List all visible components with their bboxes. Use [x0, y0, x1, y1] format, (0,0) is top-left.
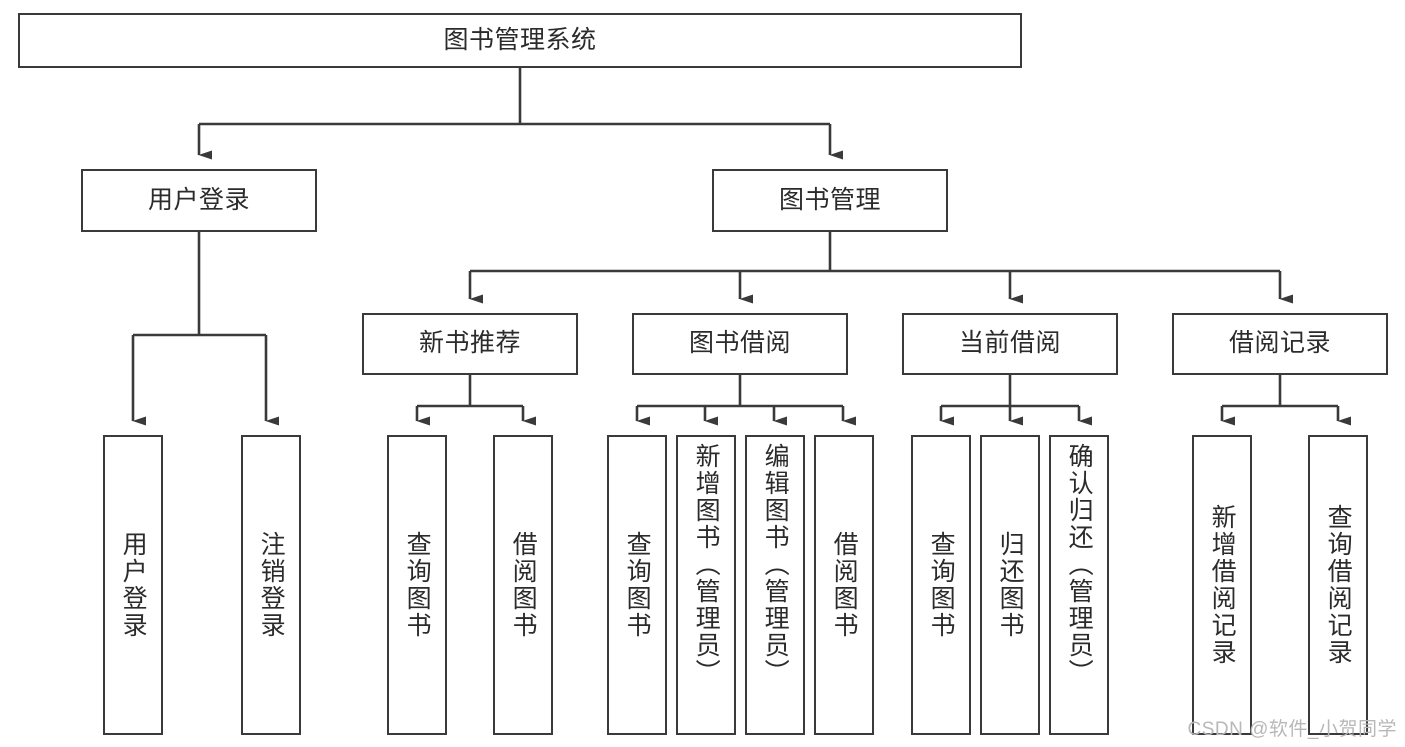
node-borrow-record[interactable]: 借阅记录	[1172, 313, 1388, 375]
node-new-book-recommend-label: 新书推荐	[418, 329, 521, 358]
node-user-login-label: 用户登录	[147, 185, 250, 214]
leaf-current-borrow-confirm-label: 确认归还（管理员）	[1065, 443, 1094, 686]
leaf-current-borrow-confirm[interactable]: 确认归还（管理员）	[1049, 435, 1109, 735]
leaf-text-wrap: 借阅图书	[495, 437, 551, 733]
leaf-text-wrap: 查询图书	[389, 437, 445, 733]
leaf-user-login-signout[interactable]: 注销登录	[241, 435, 301, 735]
leaf-borrow-record-add-label: 新增借阅记录	[1208, 504, 1237, 666]
node-current-borrow[interactable]: 当前借阅	[902, 313, 1118, 375]
leaf-current-borrow-return[interactable]: 归还图书	[980, 435, 1040, 735]
leaf-new-book-query-label: 查询图书	[403, 531, 432, 639]
node-current-borrow-label: 当前借阅	[958, 329, 1061, 358]
leaf-text-wrap: 新增图书（管理员）	[678, 437, 734, 733]
node-user-login[interactable]: 用户登录	[81, 169, 317, 232]
leaf-text-wrap: 编辑图书（管理员）	[747, 437, 803, 733]
leaf-text-wrap: 新增借阅记录	[1194, 437, 1250, 733]
leaf-book-borrow-edit-label: 编辑图书（管理员）	[761, 443, 790, 686]
leaf-text-wrap: 查询图书	[609, 437, 665, 733]
node-book-borrow[interactable]: 图书借阅	[632, 313, 848, 375]
leaf-text-wrap: 用户登录	[105, 437, 161, 733]
leaf-current-borrow-query[interactable]: 查询图书	[911, 435, 971, 735]
leaf-book-borrow-edit[interactable]: 编辑图书（管理员）	[745, 435, 805, 735]
leaf-book-borrow-borrow-label: 借阅图书	[830, 531, 859, 639]
leaf-current-borrow-return-label: 归还图书	[996, 531, 1025, 639]
csdn-watermark: CSDN @软件_小贺同学	[1187, 719, 1397, 740]
leaf-borrow-record-query-label: 查询借阅记录	[1324, 504, 1353, 666]
leaf-book-borrow-add-label: 新增图书（管理员）	[692, 443, 721, 686]
node-root-system[interactable]: 图书管理系统	[18, 13, 1022, 68]
leaf-book-borrow-borrow[interactable]: 借阅图书	[814, 435, 874, 735]
leaf-new-book-borrow[interactable]: 借阅图书	[493, 435, 553, 735]
leaf-text-wrap: 借阅图书	[816, 437, 872, 733]
node-borrow-record-label: 借阅记录	[1228, 329, 1331, 358]
leaf-borrow-record-add[interactable]: 新增借阅记录	[1192, 435, 1252, 735]
leaf-book-borrow-query[interactable]: 查询图书	[607, 435, 667, 735]
leaf-text-wrap: 归还图书	[982, 437, 1038, 733]
leaf-new-book-query[interactable]: 查询图书	[387, 435, 447, 735]
leaf-text-wrap: 查询借阅记录	[1310, 437, 1366, 733]
leaf-new-book-borrow-label: 借阅图书	[509, 531, 538, 639]
leaf-text-wrap: 查询图书	[913, 437, 969, 733]
leaf-text-wrap: 注销登录	[243, 437, 299, 733]
leaf-user-login-signin-label: 用户登录	[119, 531, 148, 639]
leaf-user-login-signout-label: 注销登录	[257, 531, 286, 639]
leaf-book-borrow-query-label: 查询图书	[623, 531, 652, 639]
node-book-management[interactable]: 图书管理	[712, 169, 948, 232]
node-root-label: 图书管理系统	[443, 25, 597, 54]
leaf-current-borrow-query-label: 查询图书	[927, 531, 956, 639]
leaf-user-login-signin[interactable]: 用户登录	[103, 435, 163, 735]
leaf-text-wrap: 确认归还（管理员）	[1051, 437, 1107, 733]
node-book-borrow-label: 图书借阅	[688, 329, 791, 358]
leaf-borrow-record-query[interactable]: 查询借阅记录	[1308, 435, 1368, 735]
leaf-book-borrow-add[interactable]: 新增图书（管理员）	[676, 435, 736, 735]
node-book-management-label: 图书管理	[778, 185, 881, 214]
node-new-book-recommend[interactable]: 新书推荐	[362, 313, 578, 375]
